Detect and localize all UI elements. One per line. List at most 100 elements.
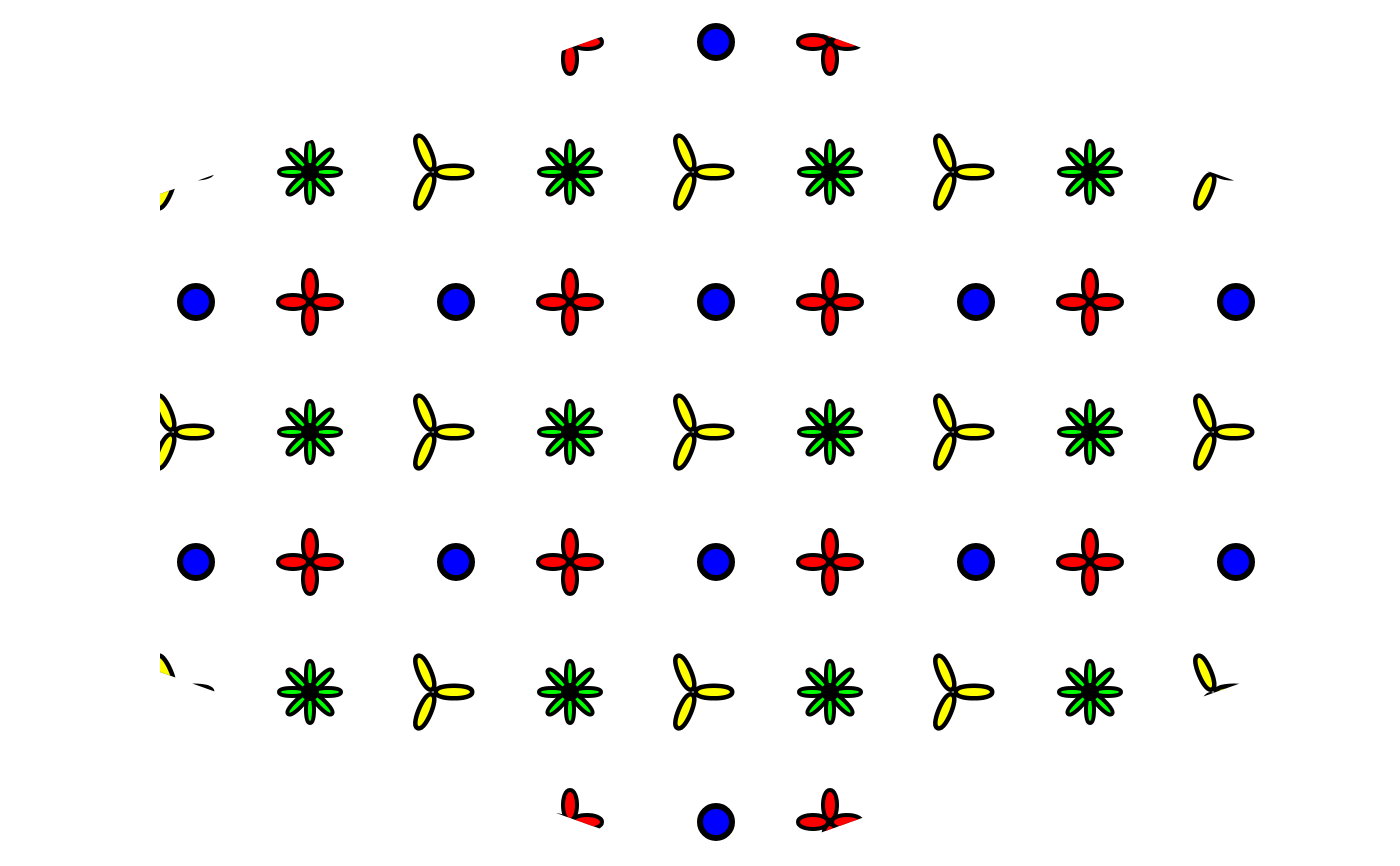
petal [541,170,563,174]
petal [677,397,693,428]
petal [540,817,566,827]
petal [1218,428,1250,436]
petal [308,179,312,201]
red-quatrefoil [796,268,864,336]
petal [308,439,312,461]
petal [809,436,826,453]
red-quatrefoil [796,788,864,856]
petal [937,696,953,727]
petal [1069,696,1086,713]
petal [565,532,575,558]
petal-outline [1056,813,1090,831]
petal [1094,411,1111,428]
petal [1097,430,1119,434]
red-quatrefoil [276,788,344,856]
petal [1069,436,1086,453]
petal [1060,817,1086,827]
blue-dot [697,23,735,61]
petal [1061,430,1083,434]
petal [1069,411,1086,428]
petal-outline [310,33,344,51]
petal [834,696,851,713]
petal [1060,37,1086,47]
petal [289,411,306,428]
petal-outline [160,692,177,731]
petal [417,657,433,688]
petal [837,690,859,694]
petal-outline [301,822,319,856]
petal [568,699,572,721]
petal-outline [173,163,215,181]
petal [565,792,575,818]
green-eight-petal-flower [537,399,603,465]
petal [828,143,832,165]
green-eight-petal-flower [277,139,343,205]
petal [1094,817,1120,827]
petal-outline [160,133,177,172]
petal [834,557,860,567]
petal-outline [1081,788,1099,822]
petal [574,37,600,47]
petal [825,532,835,558]
petal [834,411,851,428]
petal-outline [821,8,839,42]
petal [438,688,470,696]
petal [568,179,572,201]
petal [1088,179,1092,201]
petal [314,817,340,827]
flower-center [301,683,319,701]
red-quatrefoil [276,268,344,336]
yellow-trefoil [1193,393,1255,471]
yellow-trefoil [160,133,215,211]
petal [305,12,315,38]
petal [314,411,331,428]
petal [417,137,433,168]
green-eight-petal-flower [537,659,603,725]
petal [160,436,173,467]
petal [305,792,315,818]
petal [549,176,566,193]
petal [308,403,312,425]
petal-outline [173,683,215,701]
petal [958,428,990,436]
petal [289,151,306,168]
petal [837,430,859,434]
petal [1197,397,1213,428]
petal [825,272,835,298]
petal [289,671,306,688]
petal [698,428,730,436]
petal [1085,272,1095,298]
petal [417,436,433,467]
petal-outline [301,42,319,76]
petal [314,671,331,688]
blue-dot [697,803,735,841]
petal [937,176,953,207]
petal [565,566,575,592]
petal [677,436,693,467]
petal [834,436,851,453]
petal [289,176,306,193]
petal [568,143,572,165]
petal [289,436,306,453]
blue-dot [957,803,995,841]
petal [549,696,566,713]
blue-dot [177,23,215,61]
petal [698,688,730,696]
petal [834,151,851,168]
petal [809,176,826,193]
petal [1085,46,1095,72]
flower-center [821,163,839,181]
blue-dot [437,803,475,841]
petal [281,690,303,694]
petal [1060,557,1086,567]
petal [1088,699,1092,721]
petal [837,170,859,174]
pattern-tiles [160,8,1255,856]
yellow-trefoil [160,653,215,731]
flower-center [1081,423,1099,441]
petal [1088,439,1092,461]
petal [577,690,599,694]
petal-outline [1090,813,1124,831]
petal [1088,663,1092,685]
petal [314,557,340,567]
